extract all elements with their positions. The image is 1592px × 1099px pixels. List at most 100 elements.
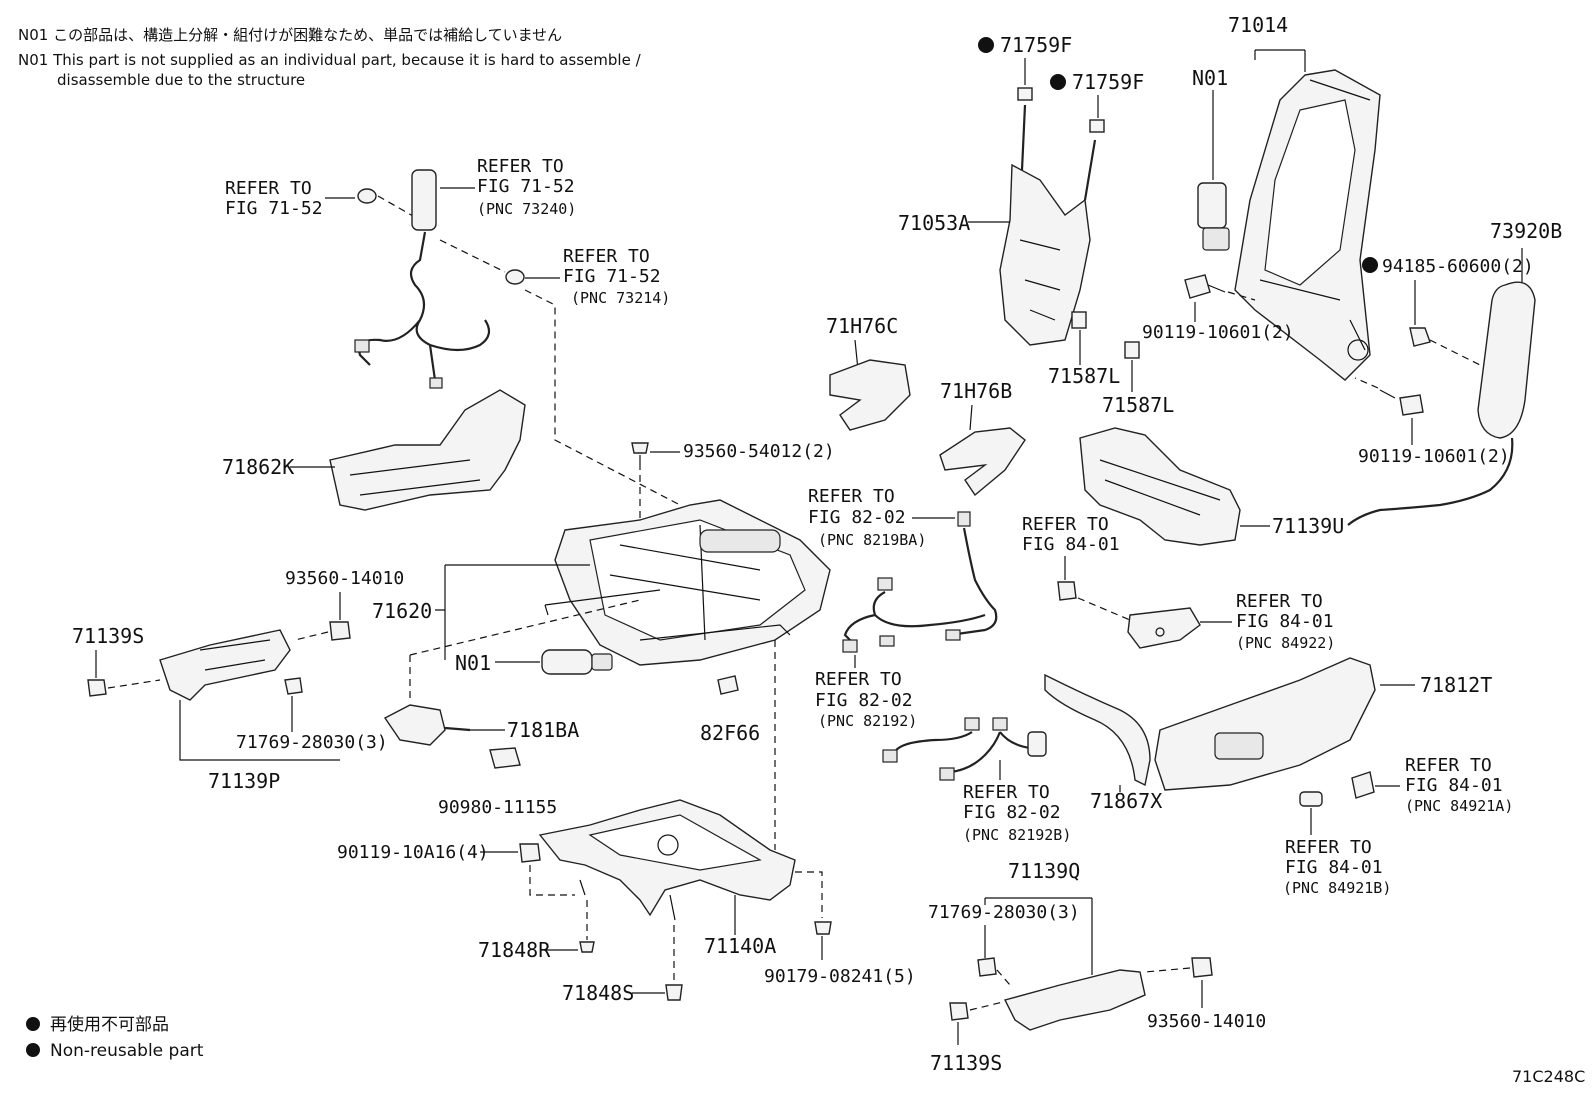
cushion-frame-71620[interactable]	[544, 499, 831, 666]
label-93560-14010-left: 93560-14010	[285, 568, 404, 589]
screw-71848s[interactable]	[665, 984, 683, 1001]
label-90119-10a16: 90119-10A16(4)	[337, 842, 489, 863]
label-71139s-right: 71139S	[930, 1051, 1002, 1075]
recliner-motor[interactable]	[1197, 182, 1230, 251]
ref9-pnc: (PNC 84921A)	[1405, 797, 1513, 815]
knob-84921b[interactable]	[1299, 791, 1323, 807]
ref2-pnc: (PNC 73240)	[477, 200, 576, 218]
clip-71587l-b[interactable]	[1124, 341, 1140, 359]
screw-93560-54012[interactable]	[631, 442, 649, 470]
label-71h76c: 71H76C	[826, 314, 898, 338]
inner-shield-71867x[interactable]	[1044, 673, 1151, 787]
ref8-pnc: (PNC 82192B)	[963, 826, 1071, 844]
figure-code: 71C248C	[1512, 1067, 1585, 1086]
bolt-90119-upper[interactable]	[1184, 274, 1226, 299]
clip-71759f-b[interactable]	[1089, 119, 1105, 133]
label-71587l-b: 71587L	[1102, 393, 1174, 417]
label-71139p: 71139P	[208, 769, 280, 793]
switch-bracket-84922[interactable]	[1127, 607, 1201, 649]
clip-82f66[interactable]	[717, 675, 739, 695]
legend-en: Non-reusable part	[50, 1041, 204, 1061]
label-71587l-a: 71587L	[1048, 364, 1120, 388]
label-90119-10601-lower: 90119-10601(2)	[1358, 446, 1510, 467]
non-reusable-mark-71759f-b	[1050, 74, 1066, 90]
label-71848s: 71848S	[562, 981, 634, 1005]
wire-harness-8219ba[interactable]	[945, 511, 998, 641]
seat-belt-buckle[interactable]	[354, 169, 491, 389]
clip-90179-08241[interactable]	[814, 921, 832, 935]
label-71139s-left: 71139S	[72, 624, 144, 648]
label-71014: 71014	[1228, 13, 1288, 37]
label-93560-54012: 93560-54012(2)	[683, 441, 835, 462]
screw-71139s-left[interactable]	[87, 679, 107, 697]
note-en-line1: N01 This part is not supplied as an indi…	[18, 51, 642, 69]
bracket-71h76b[interactable]	[939, 427, 1026, 497]
label-90119-10601-upper: 90119-10601(2)	[1142, 322, 1294, 343]
clip-71769-right[interactable]	[977, 957, 997, 977]
ref1-line2: FIG 71-52	[225, 198, 323, 219]
wire-harness-82192b[interactable]	[882, 717, 1047, 781]
label-71848r: 71848R	[478, 938, 551, 962]
label-71053a: 71053A	[898, 211, 970, 235]
seatback-frame-71014[interactable]	[1234, 69, 1381, 381]
side-airbag-73920b[interactable]	[1347, 281, 1536, 526]
legend-mark-jp	[26, 1017, 40, 1031]
ref5-line2: FIG 84-01	[1022, 534, 1120, 555]
grommet-ref1[interactable]	[357, 188, 377, 204]
legend-jp: 再使用不可部品	[50, 1014, 169, 1035]
note-en-line2: disassemble due to the structure	[57, 71, 305, 89]
ref7-line1: REFER TO	[815, 669, 902, 690]
ref9-line1: REFER TO	[1405, 755, 1492, 776]
seat-slide-motor[interactable]	[541, 649, 613, 675]
ref9-line2: FIG 84-01	[1405, 775, 1503, 796]
cover-71139p[interactable]	[159, 629, 291, 701]
label-71h76b: 71H76B	[940, 379, 1012, 403]
bracket-71h76c[interactable]	[829, 359, 911, 431]
screw-71139s-right[interactable]	[949, 1002, 969, 1021]
screw-93560-14010-left[interactable]	[329, 621, 351, 641]
lower-frame-71140a[interactable]	[538, 799, 796, 921]
label-71862k: 71862K	[222, 455, 294, 479]
outer-shield-71812t[interactable]	[1154, 657, 1376, 791]
ref4-line2: FIG 82-02	[808, 507, 906, 528]
ref6-line2: FIG 84-01	[1236, 611, 1334, 632]
label-90179-08241: 90179-08241(5)	[764, 966, 916, 987]
bracket-7181ba[interactable]	[383, 704, 471, 746]
clip-71587l-a[interactable]	[1071, 311, 1087, 329]
bolt-90119-10a16[interactable]	[519, 843, 541, 863]
ref7-line2: FIG 82-02	[815, 690, 913, 711]
wire-harness-82192[interactable]	[842, 577, 986, 653]
ref1-line1: REFER TO	[225, 178, 312, 199]
note-jp: N01 この部品は、構造上分解・組付けが困難なため、単品では補給していません	[18, 26, 562, 44]
ref10-pnc: (PNC 84921B)	[1283, 879, 1391, 897]
seatback-panel-71053a[interactable]	[999, 104, 1097, 346]
grommet-ref3[interactable]	[505, 269, 525, 285]
ref2-line1: REFER TO	[477, 156, 564, 177]
label-82f66: 82F66	[700, 721, 760, 745]
ref8-line1: REFER TO	[963, 782, 1050, 803]
cover-71139q[interactable]	[1003, 969, 1146, 1031]
screw-ref5[interactable]	[1057, 581, 1077, 601]
ref8-line2: FIG 82-02	[963, 802, 1061, 823]
clip-71759f-a[interactable]	[1017, 87, 1033, 101]
side-shield-71862k[interactable]	[329, 389, 526, 511]
screw-93560-14010-right[interactable]	[1191, 957, 1213, 978]
screw-71848r[interactable]	[579, 941, 595, 953]
label-71139u: 71139U	[1272, 514, 1344, 538]
label-n01-mid: N01	[455, 651, 491, 675]
label-71867x: 71867X	[1090, 789, 1162, 813]
bolt-90119-lower[interactable]	[1379, 389, 1424, 416]
label-n01-top: N01	[1192, 66, 1228, 90]
label-71769-28030-right: 71769-28030(3)	[928, 902, 1080, 923]
nut-94185[interactable]	[1409, 327, 1431, 347]
knob-84921a[interactable]	[1351, 771, 1375, 799]
connector-90980-11155[interactable]	[489, 747, 521, 769]
ref3-pnc: (PNC 73214)	[571, 289, 670, 307]
ref4-line1: REFER TO	[808, 486, 895, 507]
label-73920b: 73920B	[1490, 219, 1562, 243]
cushion-cover-71139u[interactable]	[1079, 427, 1241, 546]
label-94185-60600: 94185-60600(2)	[1382, 256, 1534, 277]
clip-71769-left[interactable]	[284, 677, 303, 695]
label-71759f-a: 71759F	[1000, 33, 1072, 57]
